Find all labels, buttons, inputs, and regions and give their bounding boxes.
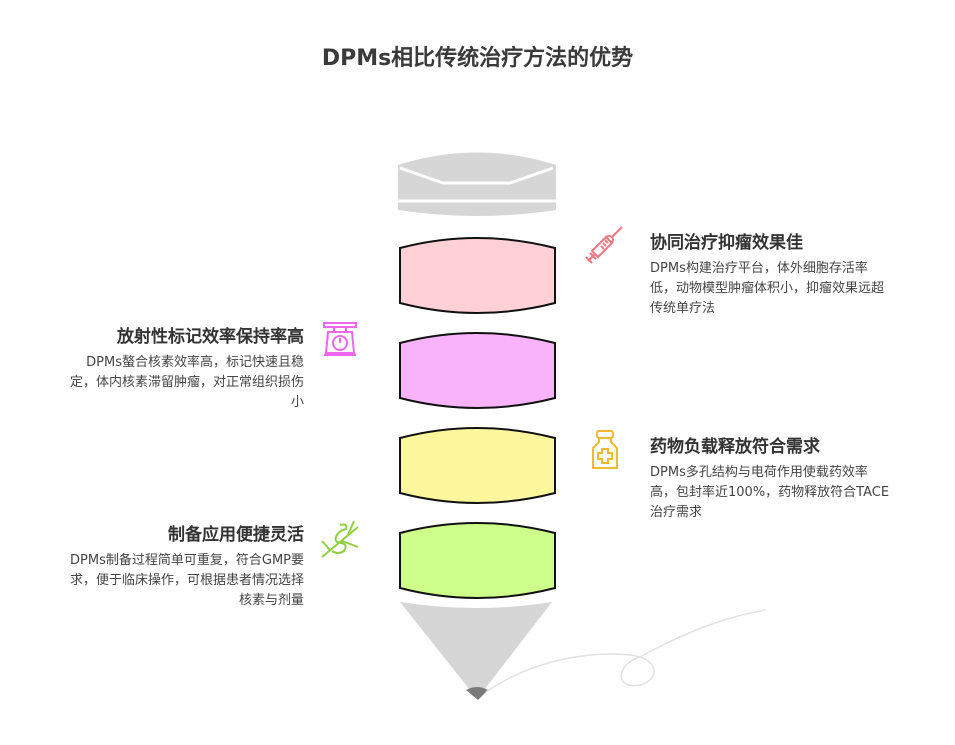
advantage-desc: DPMs制备过程简单可重复，符合GMP要求，便于临床操作，可根据患者情况选择核素… <box>69 553 304 608</box>
advantage-desc: DPMs螯合核素效率高，标记快速且稳定，体内核素滞留肿瘤，对正常组织损伤小 <box>69 355 304 410</box>
medicine-bottle-icon <box>583 428 627 472</box>
advantage-title: 放射性标记效率保持率高 <box>117 327 304 347</box>
pencil-eraser-cap <box>398 152 556 216</box>
pencil-cone <box>400 602 552 700</box>
advantage-desc: DPMs多孔结构与电荷作用使载药效率高，包封率近100%，药物释放符合TACE治… <box>650 465 890 520</box>
advantage-synergy: 协同治疗抑瘤效果佳 DPMs构建治疗平台，体外细胞存活率低，动物模型肿瘤体积小，… <box>650 228 890 319</box>
segment-3 <box>399 427 556 504</box>
segment-1 <box>399 237 556 314</box>
pencil-trail <box>485 609 766 693</box>
page-title: DPMs相比传统治疗方法的优势 <box>321 46 634 71</box>
syringe-icon <box>582 223 626 267</box>
advantage-desc: DPMs构建治疗平台，体外细胞存活率低，动物模型肿瘤体积小，抑瘤效果远超传统单疗… <box>650 261 885 316</box>
snake-branch-icon <box>318 517 362 561</box>
advantage-title: 药物负载释放符合需求 <box>650 437 820 457</box>
advantage-drug-release: 药物负载释放符合需求 DPMs多孔结构与电荷作用使载药效率高，包封率近100%，… <box>650 432 890 523</box>
advantage-preparation: 制备应用便捷灵活 DPMs制备过程简单可重复，符合GMP要求，便于临床操作，可根… <box>64 520 304 611</box>
segment-4 <box>399 522 556 599</box>
scale-icon <box>318 317 362 361</box>
segment-2 <box>399 332 556 409</box>
advantage-radiolabel: 放射性标记效率保持率高 DPMs螯合核素效率高，标记快速且稳定，体内核素滞留肿瘤… <box>64 322 304 413</box>
advantage-title: 协同治疗抑瘤效果佳 <box>650 233 803 253</box>
advantage-title: 制备应用便捷灵活 <box>168 525 304 545</box>
